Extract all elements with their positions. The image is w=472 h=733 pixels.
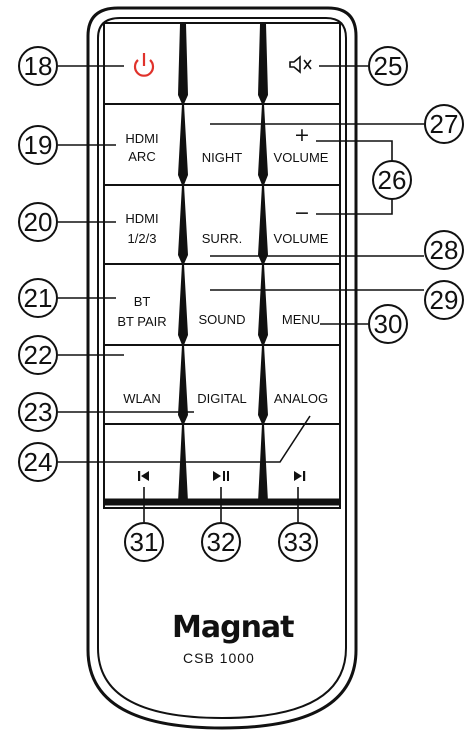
callout-21: 21 [18,278,58,318]
leader-lines [58,65,424,522]
hdmi-123-label-line2: 1/2/3 [127,231,157,246]
hdmi-123-button: HDMI 1/2/3 [112,209,172,249]
remote-outer-outline [86,6,358,730]
hdmi-arc-label-line1: HDMI [125,131,159,146]
analog-button-label: ANALOG [273,391,329,406]
hdmi-arc-label-line2: ARC [128,149,156,164]
volume-down-symbol: − [294,202,310,224]
bt-label-line1: BT [133,294,151,309]
callout-25: 25 [368,46,408,86]
bt-label-line2: BT PAIR [117,314,167,329]
volume-up-label: VOLUME [273,150,329,165]
power-icon [133,53,155,77]
button-panel [103,22,341,509]
model-name: CSB 1000 [183,650,255,666]
brand-logo: Magnat [172,610,295,645]
wlan-button-label: WLAN [123,391,161,406]
menu-button-label: MENU [281,312,321,327]
callout-32: 32 [201,522,241,562]
callout-20: 20 [18,202,58,242]
remote-inner-outline [97,17,347,720]
mute-icon [289,55,312,74]
hdmi-123-label-line1: HDMI [125,211,159,226]
callout-28: 28 [424,230,464,270]
volume-up-symbol: + [294,124,310,146]
surr-button-label: SURR. [201,231,243,246]
callout-29: 29 [424,280,464,320]
hdmi-arc-button: HDMI ARC [112,130,172,166]
callout-23: 23 [18,392,58,432]
callout-22: 22 [18,335,58,375]
column-dividers [178,24,268,502]
night-button-label: NIGHT [201,150,243,165]
callout-31: 31 [124,522,164,562]
bt-button: BT BT PAIR [110,292,174,332]
callout-18: 18 [18,46,58,86]
next-track-icon [294,471,306,481]
digital-button-label: DIGITAL [197,391,247,406]
sound-button-label: SOUND [198,312,246,327]
play-pause-icon [213,471,229,481]
callout-26: 26 [372,160,412,200]
callout-27: 27 [424,104,464,144]
callout-33: 33 [278,522,318,562]
callout-19: 19 [18,125,58,165]
callout-30: 30 [368,304,408,344]
callout-24: 24 [18,442,58,482]
volume-down-label: VOLUME [273,231,329,246]
previous-track-icon [138,471,149,481]
row-dividers [104,103,340,425]
